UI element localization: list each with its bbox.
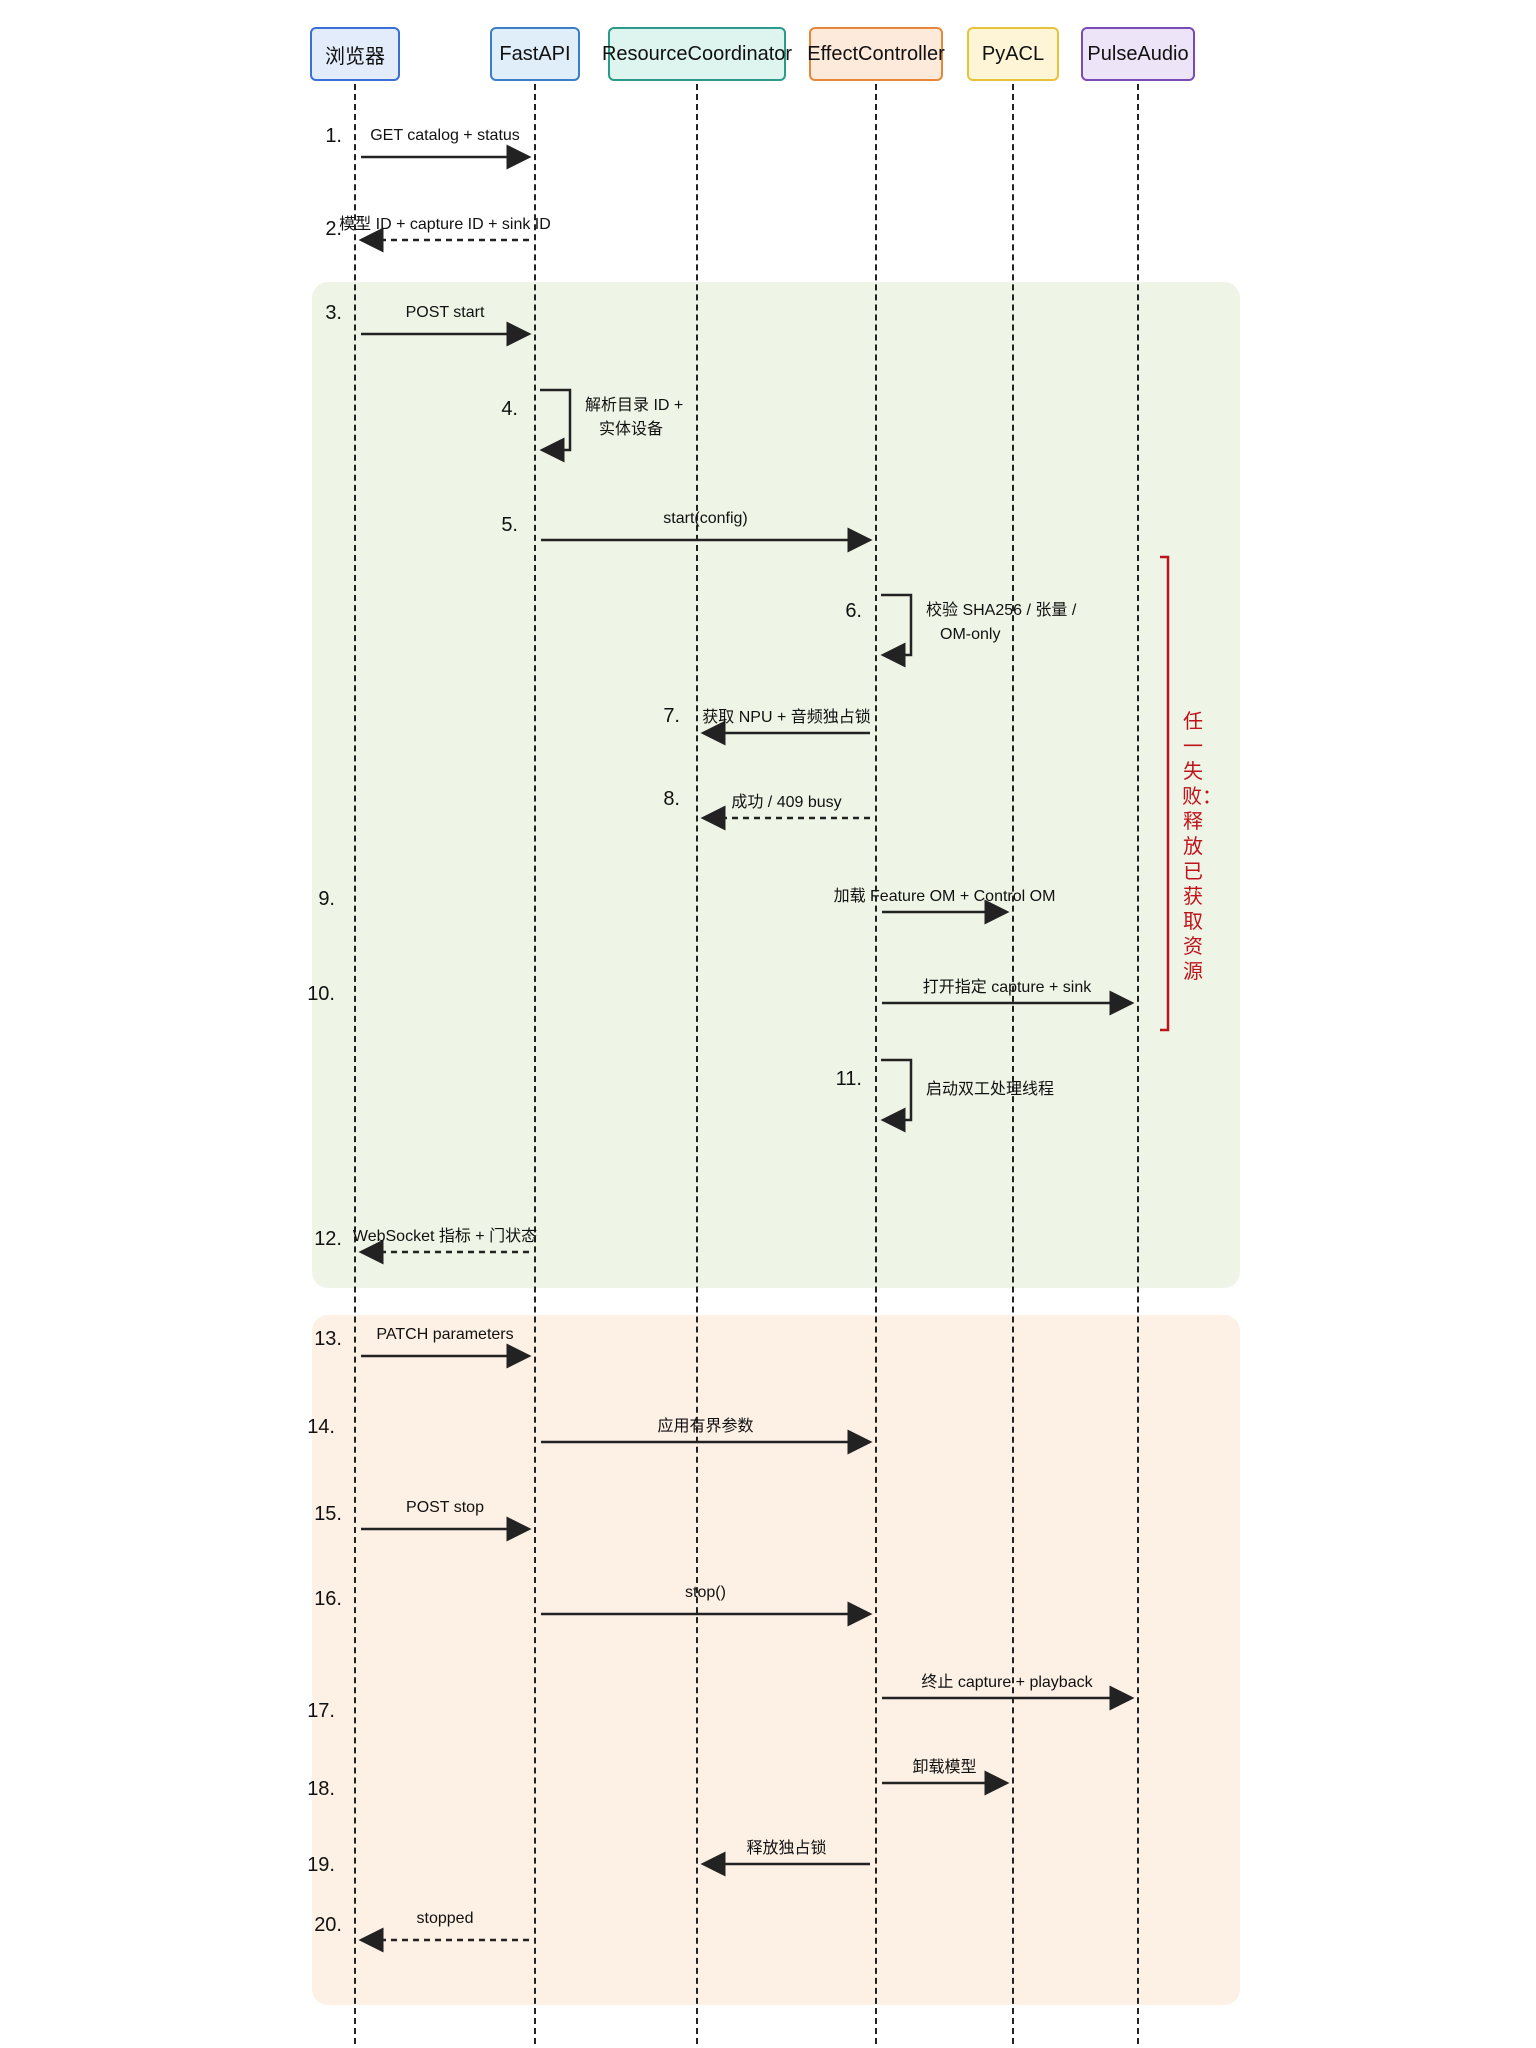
participant-fastapi: FastAPI (490, 27, 580, 81)
message-label: 释放独占锁 (746, 1840, 827, 1857)
lifeline-ec (875, 84, 877, 2044)
self-call-label-line: 实体设备 (599, 421, 664, 438)
lifeline-pulse (1137, 84, 1139, 2044)
message-label: WebSocket 指标 + 门状态 (352, 1228, 538, 1245)
lifeline-pyacl (1012, 84, 1014, 2044)
step-number: 19. (307, 1854, 335, 1876)
self-call-label: 解析目录 ID + 实体设备 (585, 394, 683, 442)
step-number: 3. (325, 302, 342, 324)
message-label: PATCH parameters (376, 1326, 514, 1343)
participant-pulse: PulseAudio (1081, 27, 1195, 81)
step-number: 2. (325, 218, 342, 240)
self-call-arrow (539, 388, 572, 463)
step-number: 7. (663, 705, 680, 727)
failure-note-bracket (1160, 555, 1170, 1032)
participant-ec: EffectController (807, 27, 945, 81)
message-label: POST start (405, 304, 485, 321)
message-label: 加载 Feature OM + Control OM (833, 888, 1056, 905)
lifeline-rc (696, 84, 698, 2044)
message-label: 获取 NPU + 音频独占锁 (702, 709, 871, 726)
step-number: 12. (314, 1228, 342, 1250)
participant-browser: 浏览器 (310, 27, 400, 81)
step-number: 10. (307, 983, 335, 1005)
message-label: 卸载模型 (912, 1759, 977, 1776)
participant-pyacl: PyACL (967, 27, 1059, 81)
message-label: POST stop (406, 1499, 484, 1516)
step-number: 6. (845, 600, 862, 622)
participant-rc: ResourceCoordinator (602, 27, 792, 81)
step-number: 4. (501, 398, 518, 420)
step-number: 8. (663, 788, 680, 810)
failure-note: 任一失败：释放已获取资源 (1182, 711, 1222, 983)
message-label: stopped (416, 1910, 474, 1927)
section-start-phase (312, 282, 1240, 1288)
self-call-label-line: 解析目录 ID + (585, 397, 684, 414)
self-call-label: 校验 SHA256 / 张量 / OM-only (926, 599, 1076, 647)
lifeline-browser (354, 84, 356, 2044)
step-number: 13. (314, 1328, 342, 1350)
message-label: 模型 ID + capture ID + sink ID (339, 216, 551, 233)
message-label: GET catalog + status (370, 127, 520, 144)
step-number: 18. (307, 1778, 335, 1800)
self-call-label-line: 启动双工处理线程 (926, 1081, 1055, 1098)
self-call-label-line: OM-only (940, 626, 1001, 643)
step-number: 16. (314, 1588, 342, 1610)
message-label: 应用有界参数 (657, 1418, 754, 1435)
lifeline-fastapi (534, 84, 536, 2044)
self-call-label: 启动双工处理线程 (926, 1078, 1054, 1102)
step-number: 17. (307, 1700, 335, 1722)
message-label: start(config) (663, 510, 748, 527)
self-call-arrow (880, 1058, 913, 1133)
step-number: 11. (835, 1068, 862, 1090)
step-number: 14. (307, 1416, 335, 1438)
message-label: 成功 / 409 busy (731, 794, 842, 811)
step-number: 15. (314, 1503, 342, 1525)
step-number: 9. (318, 888, 335, 910)
message-label: 终止 capture + playback (921, 1674, 1093, 1691)
step-number: 5. (501, 514, 518, 536)
self-call-label-line: 校验 SHA256 / 张量 / (926, 602, 1077, 619)
step-number: 20. (314, 1914, 342, 1936)
section-run-stop-phase (312, 1315, 1240, 2005)
message-label: stop() (685, 1584, 726, 1601)
step-number: 1. (325, 125, 342, 147)
message-label: 打开指定 capture + sink (922, 979, 1092, 996)
self-call-arrow (880, 593, 913, 668)
